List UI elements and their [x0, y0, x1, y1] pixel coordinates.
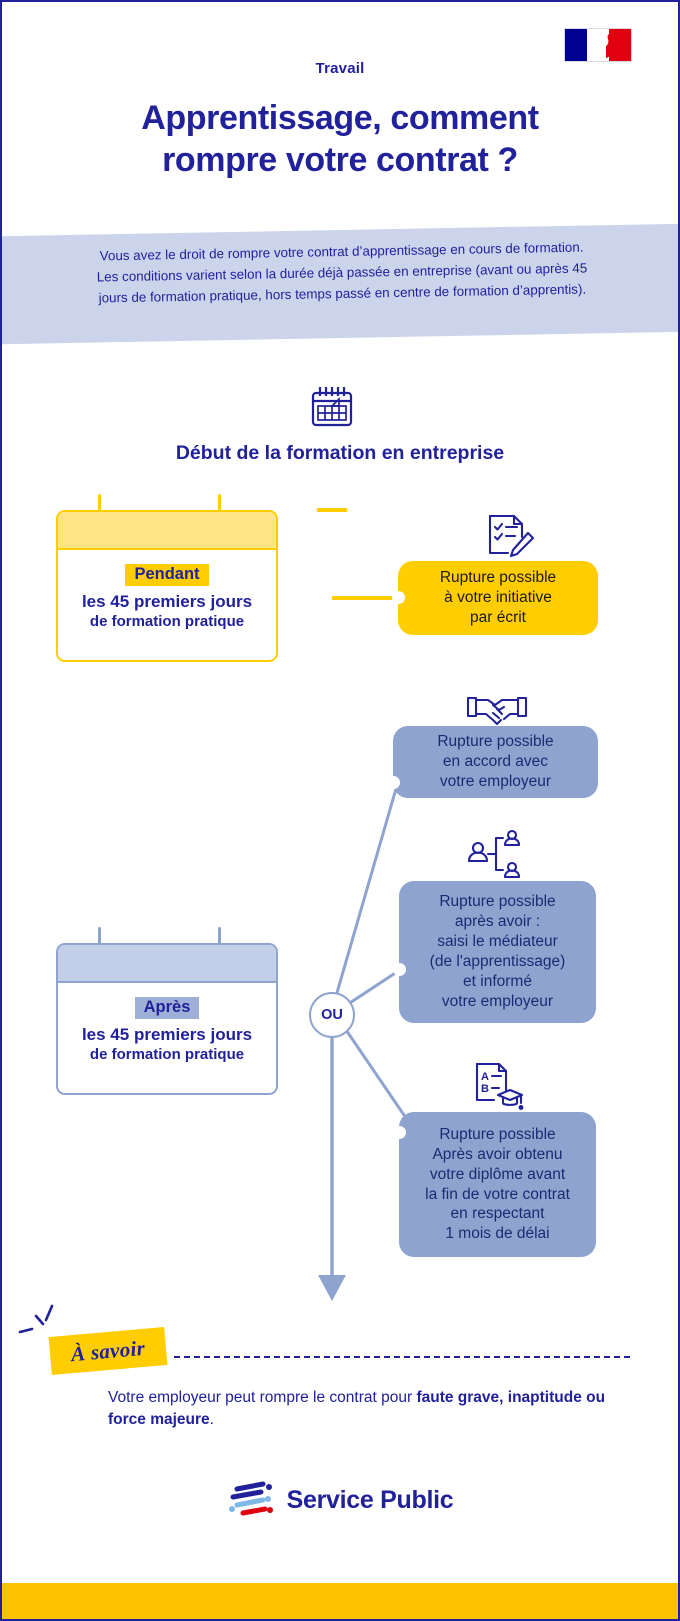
calendar-ring [218, 494, 221, 522]
a-savoir-text-before: Votre employeur peut rompre le contrat p… [108, 1389, 417, 1406]
a-savoir-divider [174, 1356, 630, 1358]
option-box-text: Rupture possible Après avoir obtenu votr… [425, 1125, 570, 1243]
connector-dot [386, 776, 400, 789]
footer-logo-text: Service Public [286, 1485, 454, 1514]
connector-dot [392, 1126, 406, 1139]
section-heading: Début de la formation en entreprise [175, 442, 505, 464]
calendar-ring [218, 927, 221, 955]
a-savoir-text-bold: faute grave, inaptitude ou force majeure [108, 1389, 606, 1428]
calendar-card-line2: de formation pratique [89, 613, 245, 630]
handshake-icon [466, 696, 528, 726]
option-box-ecrit[interactable]: Rupture possible à votre initiative par … [391, 561, 598, 635]
footer-logo: Service Public [2, 1480, 678, 1520]
calendar-ring [98, 927, 101, 955]
calendar-icon [311, 387, 353, 427]
calendar-card-line2: de formation pratique [89, 1046, 245, 1063]
sparkle-icon [18, 1304, 54, 1334]
svg-text:B: B [481, 1083, 489, 1095]
a-savoir-text-after: . [209, 1411, 214, 1428]
footer-bar [2, 1583, 678, 1619]
svg-text:A: A [481, 1071, 489, 1083]
a-savoir-text: Votre employeur peut rompre le contrat p… [108, 1387, 628, 1431]
diploma-graduation-icon: A B [475, 1062, 524, 1110]
junction-node-ou: OU [309, 992, 355, 1038]
checklist-pencil-icon [488, 514, 535, 558]
calendar-card-line1: les 45 premiers jours [81, 1025, 253, 1044]
service-public-stripes-logo [228, 1481, 273, 1516]
page-title-line2: rompre votre contrat ? [162, 140, 518, 179]
page-title: Apprentissage, comment rompre votre cont… [2, 98, 678, 182]
connector-dot [391, 591, 405, 604]
calendar-card-pendant: Pendant les 45 premiers jours de formati… [56, 494, 278, 662]
french-flag-marianne-icon [564, 28, 632, 62]
calendar-card-line1: les 45 premiers jours [81, 592, 253, 611]
option-box-accord[interactable]: Rupture possible en accord avec votre em… [386, 726, 598, 798]
a-savoir-badge-label: À savoir [69, 1335, 146, 1366]
connector-dot [392, 963, 406, 976]
calendar-card-tag: Pendant [125, 564, 209, 586]
calendar-card-apres: Après les 45 premiers jours de formation… [56, 927, 278, 1095]
intro-text: Vous avez le droit de rompre votre contr… [96, 239, 588, 305]
option-box-diplome[interactable]: Rupture possible Après avoir obtenu votr… [392, 1112, 596, 1257]
option-box-text: Rupture possible après avoir : saisi le … [429, 893, 566, 1010]
option-box-mediateur[interactable]: Rupture possible après avoir : saisi le … [392, 881, 596, 1023]
calendar-card-band [58, 945, 276, 983]
calendar-card-band [58, 512, 276, 550]
calendar-ring [98, 494, 101, 522]
calendar-card-tag: Après [134, 997, 200, 1019]
page-title-line1: Apprentissage, comment [141, 99, 539, 137]
mediator-people-icon [467, 829, 521, 879]
option-box-text: Rupture possible en accord avec votre em… [437, 733, 554, 790]
option-box-text: Rupture possible à votre initiative par … [439, 569, 557, 626]
page-eyebrow: Travail [315, 60, 365, 77]
